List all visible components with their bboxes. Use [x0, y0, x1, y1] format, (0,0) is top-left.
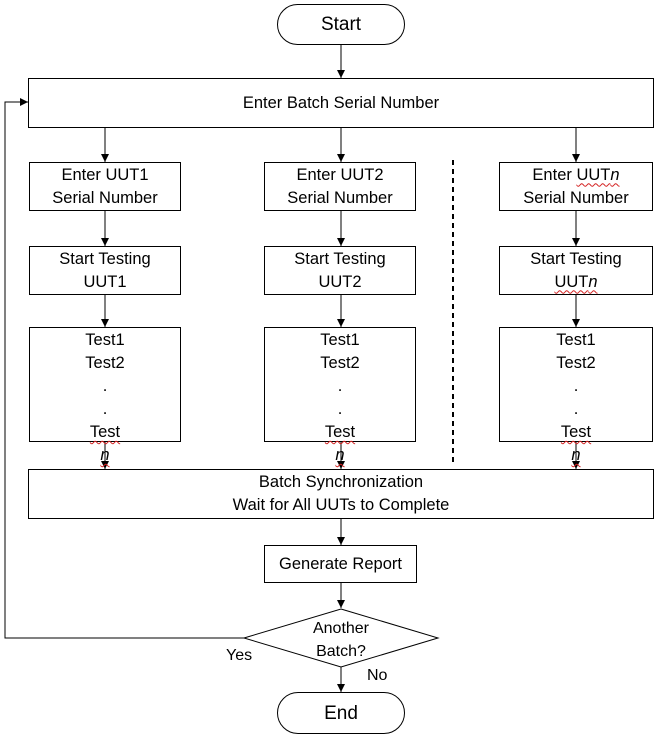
tests-uut2-box: Test1 Test2 . . Test n — [264, 327, 416, 464]
test-last-prefix: Test — [560, 423, 592, 441]
yes-label: Yes — [226, 647, 253, 664]
start-terminator: Start — [277, 4, 405, 45]
start-label: Start — [320, 14, 362, 35]
enter-uutn-line2: Serial Number — [523, 188, 629, 207]
test-last-item: Test n — [560, 421, 592, 464]
test-item: Test2 — [556, 354, 596, 372]
enter-uutn-line1: Enter UUTn — [532, 164, 619, 187]
start-testing-uutn-main: UUT — [554, 272, 589, 291]
test-ellipsis-dot: . — [573, 400, 579, 418]
enter-uut1-line2: Serial Number — [52, 188, 158, 207]
start-testing-uutn-box: Start Testing UUTn — [499, 246, 653, 295]
start-testing-uut1-line1: Start Testing — [59, 249, 151, 268]
loop-back-line — [4, 98, 246, 639]
batch-serial-label: Enter Batch Serial Number — [242, 93, 440, 112]
enter-uutn-box: Enter UUTn Serial Number — [499, 162, 653, 211]
test-last-suffix: n — [100, 446, 110, 464]
test-last-suffix: n — [335, 446, 345, 464]
enter-uut1-line1: Enter UUT1 — [61, 165, 149, 184]
test-item: Test1 — [320, 331, 360, 349]
test-ellipsis-dot: . — [337, 377, 343, 395]
test-last-prefix: Test — [324, 423, 356, 441]
enter-uut2-box: Enter UUT2 Serial Number — [264, 162, 416, 211]
test-item: Test1 — [556, 331, 596, 349]
generate-report-label: Generate Report — [279, 554, 402, 573]
test-last-suffix: n — [571, 446, 581, 464]
enter-uut2-line1: Enter UUT2 — [296, 165, 384, 184]
start-testing-uutn-line2: UUTn — [554, 271, 597, 294]
decision-label: Another Batch? — [281, 617, 401, 663]
start-testing-uut2-line2: UUT2 — [318, 272, 362, 291]
test-last-item: Test n — [324, 421, 356, 464]
end-terminator: End — [277, 692, 405, 734]
generate-report-box: Generate Report — [264, 545, 417, 583]
decision-line2: Batch? — [316, 643, 366, 660]
decision-diamond — [242, 608, 440, 668]
enter-uutn-prefix: Enter — [532, 165, 577, 184]
start-testing-uut2-line1: Start Testing — [294, 249, 386, 268]
enter-uutn-main: UUT — [576, 165, 611, 184]
test-item: Test1 — [85, 331, 125, 349]
start-testing-uut1-box: Start Testing UUT1 — [29, 246, 181, 295]
test-ellipsis-dot: . — [337, 400, 343, 418]
batch-sync-line2: Wait for All UUTs to Complete — [232, 496, 450, 514]
batch-sync-line1: Batch Synchronization — [258, 473, 424, 491]
enter-uutn-suffix: n — [610, 165, 620, 184]
test-ellipsis-dot: . — [573, 377, 579, 395]
tests-uut1-box: Test1 Test2 . . Test n — [29, 327, 181, 464]
batch-serial-box: Enter Batch Serial Number — [28, 78, 654, 128]
start-testing-uutn-suffix: n — [588, 272, 598, 291]
decision-line1: Another — [312, 620, 370, 637]
start-testing-uut2-box: Start Testing UUT2 — [264, 246, 416, 295]
start-testing-uut1-line2: UUT1 — [83, 272, 127, 291]
tests-uutn-box: Test1 Test2 . . Test n — [499, 327, 653, 464]
test-ellipsis-dot: . — [102, 400, 108, 418]
no-label: No — [367, 667, 388, 684]
test-item: Test2 — [85, 354, 125, 372]
test-last-item: Test n — [89, 421, 121, 464]
start-testing-uutn-line1: Start Testing — [530, 249, 622, 268]
batch-sync-box: Batch Synchronization Wait for All UUTs … — [28, 469, 654, 519]
test-item: Test2 — [320, 354, 360, 372]
test-ellipsis-dot: . — [102, 377, 108, 395]
test-last-prefix: Test — [89, 423, 121, 441]
enter-uut1-box: Enter UUT1 Serial Number — [29, 162, 181, 211]
end-label: End — [324, 702, 358, 724]
enter-uut2-line2: Serial Number — [287, 188, 393, 207]
